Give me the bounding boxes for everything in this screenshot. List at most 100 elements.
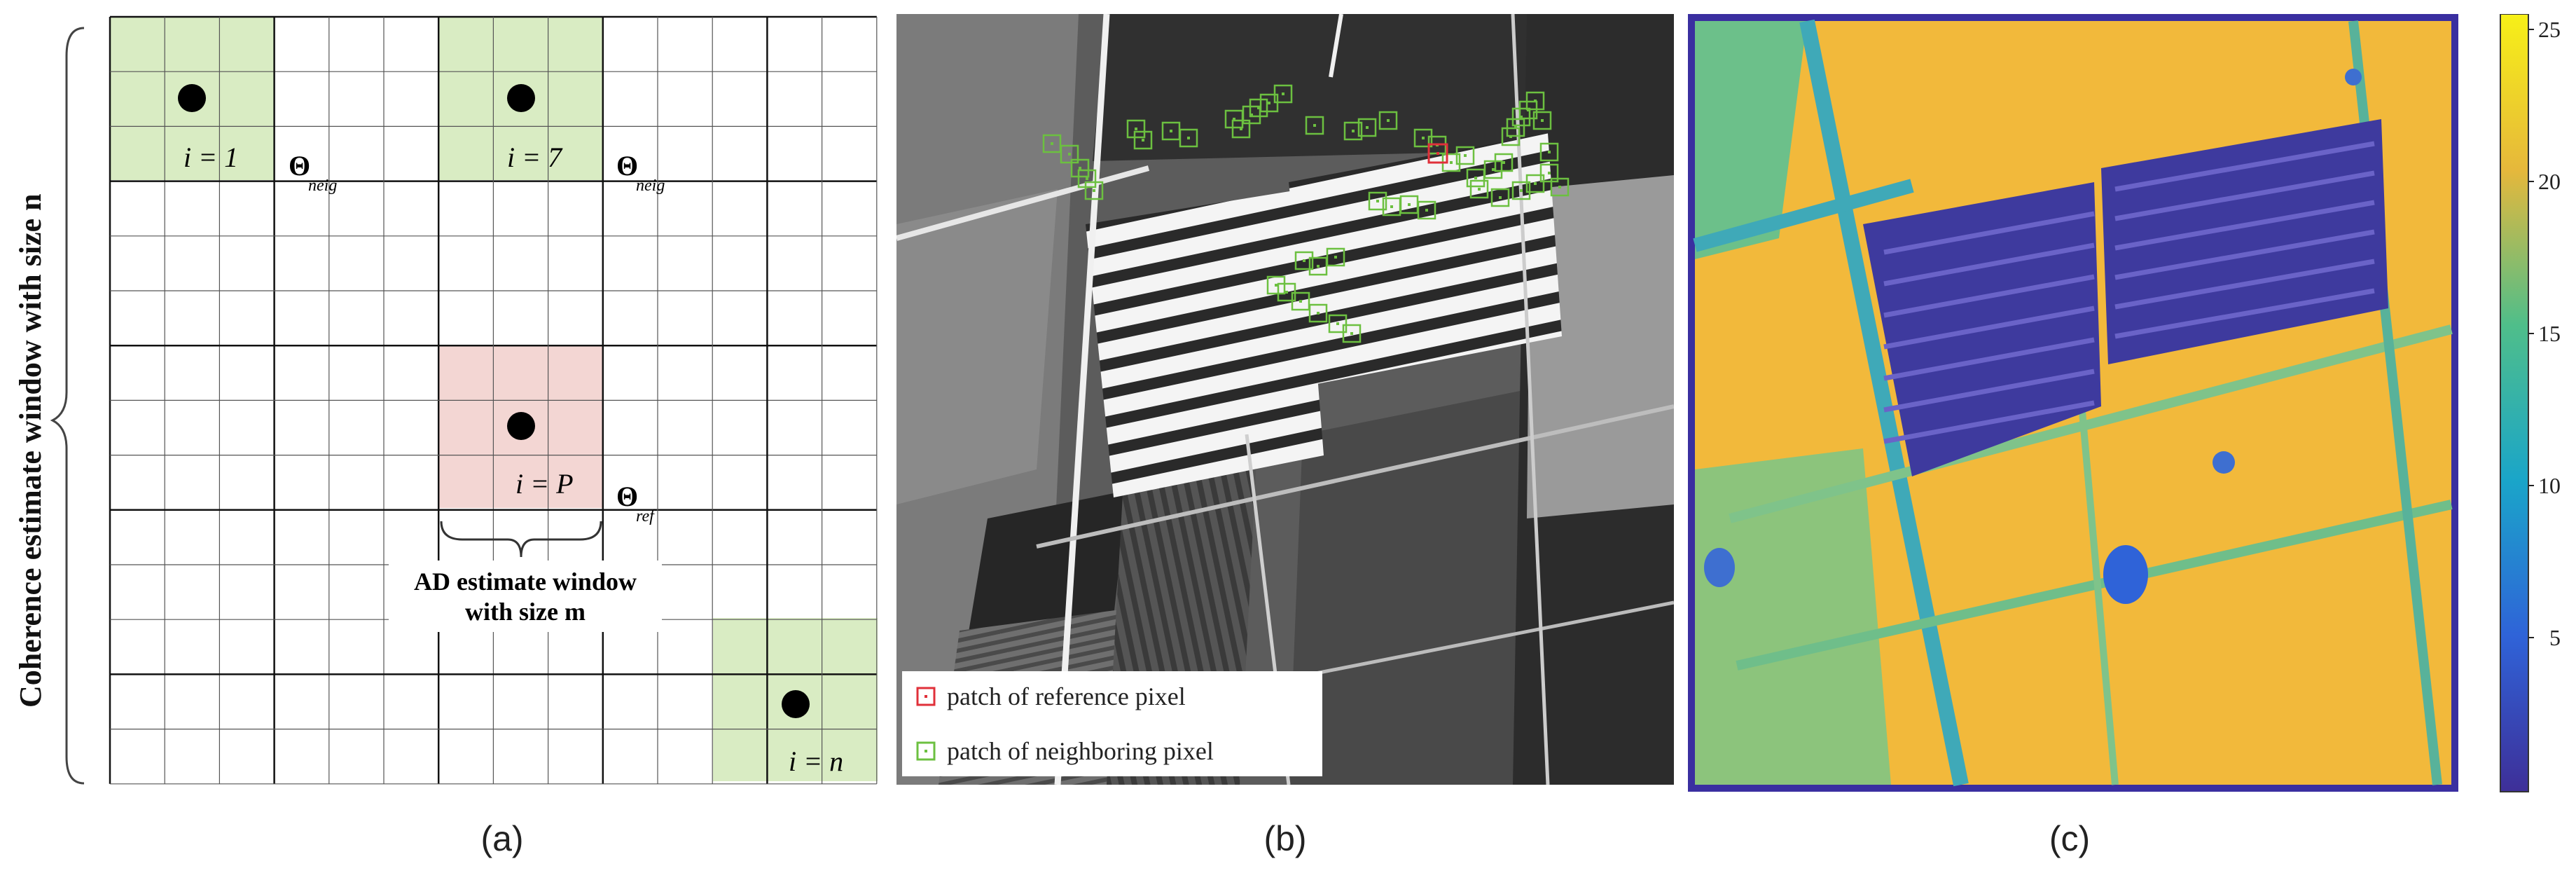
neighbor-patch-center xyxy=(1317,265,1320,268)
neighbor-patch-center xyxy=(1317,312,1320,315)
field-stripe xyxy=(1883,400,2095,444)
colorbar-tick-10: 10 xyxy=(2538,473,2561,498)
field-stripe xyxy=(1883,337,2095,381)
neighbor-patch-center xyxy=(1240,128,1242,130)
neighbor-patch xyxy=(1273,84,1293,104)
neighbor-patch-center xyxy=(1478,188,1481,191)
neighbor-patch-center xyxy=(1233,118,1235,121)
neighbor-patch xyxy=(1417,200,1436,220)
neighbor-patch xyxy=(1084,181,1104,200)
neighbor-patch-center xyxy=(1079,167,1081,170)
neighbor-patch xyxy=(1328,314,1348,334)
label-iP: i = P xyxy=(515,468,574,500)
pixel-dot-i7 xyxy=(507,84,535,112)
neighbor-patch xyxy=(1506,118,1525,137)
neighbor-patch-center xyxy=(1093,189,1095,192)
neighbor-patch xyxy=(1231,119,1251,139)
neighbor-patch xyxy=(1525,91,1545,111)
legend-reference-label: patch of reference pixel xyxy=(947,682,1186,710)
neighbor-patch xyxy=(1133,130,1153,150)
ad-window-brace xyxy=(440,521,602,558)
field-stripes xyxy=(1883,141,2375,444)
neighbor-patch-center xyxy=(1502,161,1505,164)
ad-window-label-2: with size m xyxy=(465,598,586,626)
neighbor-patch xyxy=(1042,134,1062,153)
caption-a: (a) xyxy=(480,819,524,858)
satellite-image: patch of reference pixel patch of neighb… xyxy=(895,13,1675,785)
neighbor-patch xyxy=(1342,324,1362,343)
neighbor-patch xyxy=(1466,168,1486,188)
neighbor-patch-center xyxy=(1474,177,1477,179)
neighbor-patch-center xyxy=(1450,161,1453,164)
neighbor-patch-center xyxy=(1366,126,1369,129)
neighbor-patch-center xyxy=(1257,106,1260,109)
neighbor-patch-center xyxy=(1541,119,1544,122)
label-i1: i = 1 xyxy=(183,142,238,173)
label-i7: i = 7 xyxy=(507,142,563,173)
coherence-window-label: Coherence estimate window with size n xyxy=(13,193,48,708)
neighbor-patch xyxy=(1490,188,1510,207)
theta-neig-2-sub: neig xyxy=(636,177,665,195)
neighbor-patch xyxy=(1266,275,1286,295)
neighbor-patch-center xyxy=(1187,137,1190,139)
neighbor-patch xyxy=(1249,98,1268,118)
ad-window-label-1: AD estimate window xyxy=(414,568,637,596)
neighbor-patch xyxy=(1070,158,1090,178)
pixel-dot-iP xyxy=(507,412,535,440)
neighbor-patch-center xyxy=(1408,203,1411,206)
field-stripe xyxy=(2114,288,2375,339)
neighbor-patch-center xyxy=(1051,142,1053,145)
colorbar xyxy=(2500,13,2529,792)
theta-neig-1: Θ xyxy=(289,150,310,181)
caption-c: (c) xyxy=(2049,819,2091,858)
neighbor-patch xyxy=(1455,146,1475,165)
legend-box xyxy=(902,671,1322,776)
field-stripe xyxy=(1883,369,2095,413)
neighbor-patch-center xyxy=(1422,137,1425,139)
neighbor-patch xyxy=(1525,174,1545,193)
label-in: i = n xyxy=(789,745,843,777)
neighbor-patch xyxy=(1242,105,1261,125)
colorbar-tick-25: 25 xyxy=(2538,17,2561,42)
neighbor-patch-center xyxy=(1548,172,1551,174)
neighbor-patch-center xyxy=(1250,114,1253,116)
neighbor-patch xyxy=(1326,247,1345,267)
reference-patch-center xyxy=(1436,152,1439,155)
neighbor-patch xyxy=(1308,303,1328,323)
neighbor-patch xyxy=(1179,128,1198,148)
field-stripe xyxy=(2114,229,2375,280)
field-stripe xyxy=(2114,200,2375,251)
theta-neig-2: Θ xyxy=(616,150,638,181)
neighbor-patch xyxy=(1550,177,1570,197)
neighbor-patch-center xyxy=(1520,116,1523,118)
neighbor-patch-center xyxy=(1268,102,1270,104)
reference-patch xyxy=(1427,143,1448,164)
neighbor-patch-center xyxy=(1558,186,1561,188)
neighbor-patch-center xyxy=(1282,92,1284,95)
theta-ref: Θ xyxy=(616,481,638,512)
field-stripe xyxy=(2114,170,2375,221)
neighbor-patch-center xyxy=(1352,130,1355,132)
field-stripe xyxy=(2114,259,2375,310)
neighbor-patch xyxy=(1511,181,1531,200)
neighbor-patch-center xyxy=(1548,151,1551,153)
neighbor-patch-center xyxy=(1068,153,1071,156)
field-stripe xyxy=(1883,211,2095,255)
field-stripe xyxy=(2114,141,2375,192)
neighbor-patch-center xyxy=(1499,196,1502,199)
neighbor-patch-center xyxy=(1135,128,1137,130)
neighbor-patch-center xyxy=(1514,126,1517,129)
neighbor-patch xyxy=(1539,142,1559,162)
field-stripe xyxy=(1883,274,2095,318)
neighbor-patch-center xyxy=(1520,189,1523,192)
neighbor-patch xyxy=(1532,111,1552,130)
neighbor-patch-center xyxy=(1086,177,1088,180)
panel-b: patch of reference pixel patch of neighb… xyxy=(895,13,1675,858)
pixel-dot-in xyxy=(782,690,810,718)
neighbor-patch xyxy=(1294,251,1314,270)
neighbor-patch-center xyxy=(1492,168,1495,171)
theta-neig-1-sub: neig xyxy=(308,177,337,195)
neighbor-patch xyxy=(1077,169,1097,188)
neighbor-patch xyxy=(1291,291,1310,311)
neighbor-patch xyxy=(1343,121,1363,141)
